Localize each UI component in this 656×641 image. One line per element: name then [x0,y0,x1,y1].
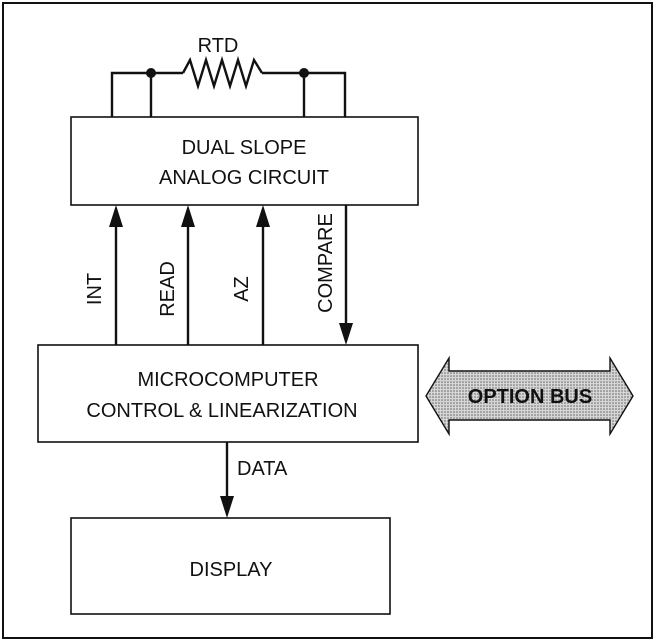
analog-block-line2: ANALOG CIRCUIT [159,167,329,189]
rtd-wiring [110,55,347,117]
compare-arrowhead [339,323,353,345]
az-label: AZ [231,276,253,302]
display-label: DISPLAY [190,559,273,581]
option-bus-arrow [425,355,634,437]
rtd-label: RTD [198,35,239,57]
micro-block-line1: MICROCOMPUTER [137,369,318,391]
data-arrowhead [220,496,234,518]
compare-label: COMPARE [315,213,337,313]
int-label: INT [84,273,106,305]
rtd-resistor [181,55,264,91]
int-arrowhead [109,205,123,227]
signal-lines: INT READ AZ COMPARE [84,205,353,345]
micro-block-line2: CONTROL & LINEARIZATION [86,400,357,422]
az-arrowhead [256,205,270,227]
microcomputer-block: MICROCOMPUTER CONTROL & LINEARIZATION [37,344,419,443]
data-label: DATA [237,458,288,480]
option-bus: OPTION BUS [425,355,634,437]
analog-circuit-block: DUAL SLOPE ANALOG CIRCUIT [70,116,419,206]
analog-block-line1: DUAL SLOPE [182,137,307,159]
rtd-node-left [146,68,156,78]
read-label: READ [157,261,179,317]
read-arrowhead [181,205,195,227]
display-block: DISPLAY [70,517,391,615]
option-bus-label: OPTION BUS [468,386,592,408]
data-line: DATA [220,442,288,518]
rtd-node-right [299,68,309,78]
